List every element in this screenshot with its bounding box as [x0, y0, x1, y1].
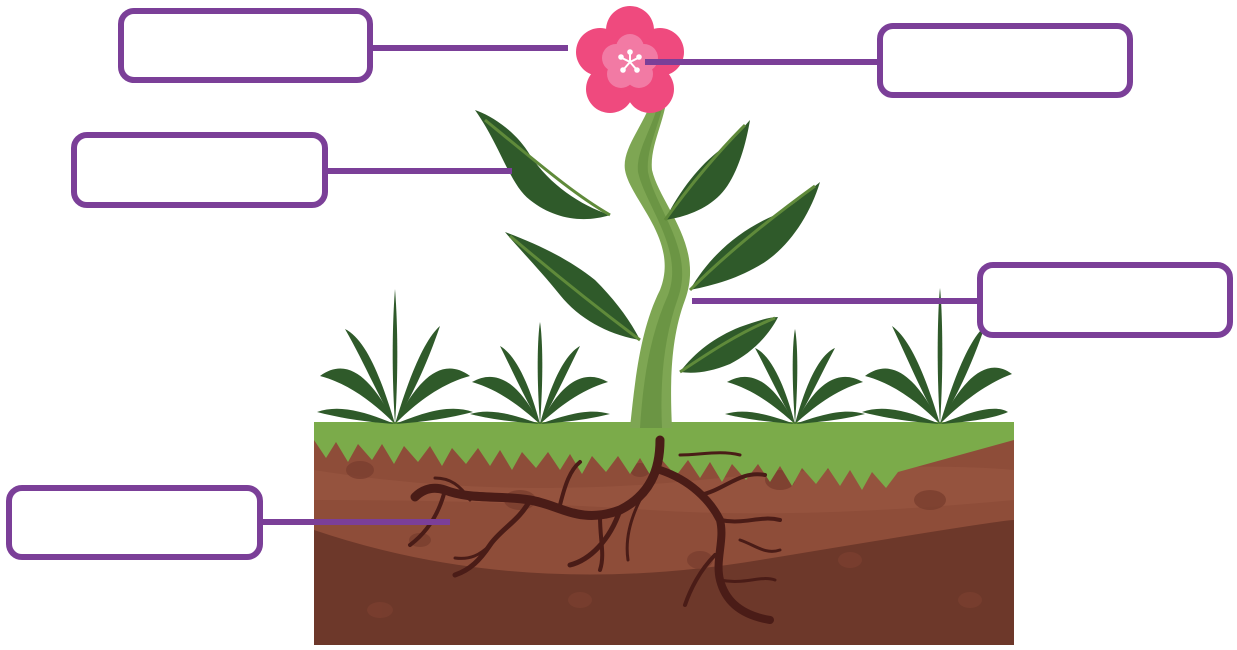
label-box-stigma[interactable]	[877, 23, 1133, 98]
stem	[625, 105, 690, 428]
label-box-flower[interactable]	[118, 8, 373, 83]
label-box-root[interactable]	[6, 485, 263, 560]
label-box-leaf[interactable]	[71, 132, 328, 208]
label-box-stem[interactable]	[977, 262, 1233, 338]
